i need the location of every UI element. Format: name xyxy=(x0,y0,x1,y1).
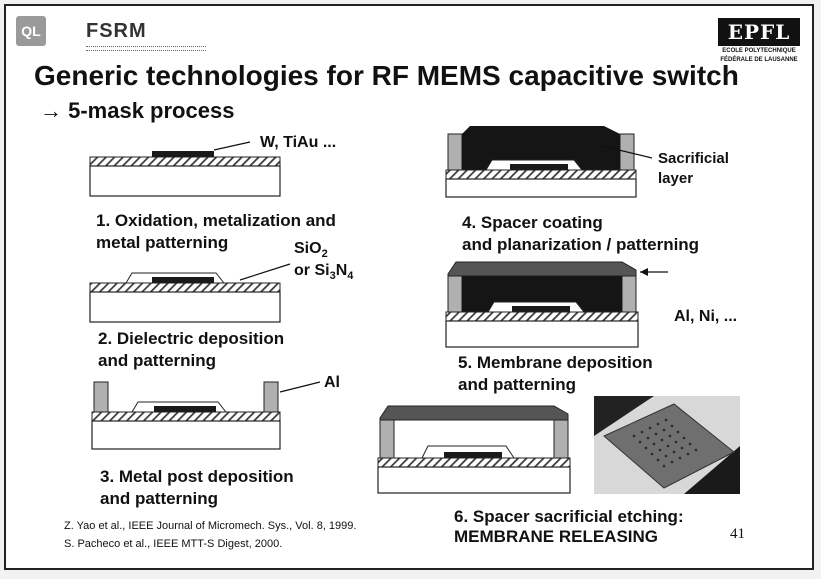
epfl-logo-icon: EPFL xyxy=(718,18,800,46)
metal-electrode xyxy=(444,452,502,458)
epfl-logo-sub-2: FÉDÉRALE DE LAUSANNE xyxy=(720,57,798,63)
step3-diagram xyxy=(91,381,321,450)
metal-post-left xyxy=(93,381,109,413)
slide: QL FSRM EPFL ECOLE POLYTECHNIQUE FÉDÉRAL… xyxy=(4,4,814,570)
dielectric-arrow xyxy=(239,263,291,281)
substrate xyxy=(445,320,639,348)
ql-logo-icon: QL xyxy=(16,16,46,46)
arrow-head xyxy=(640,268,648,276)
metal-label: W, TiAu ... xyxy=(260,134,337,151)
oxide-layer xyxy=(445,311,639,322)
fsrm-wordmark: FSRM xyxy=(86,20,147,42)
step1-line2: metal patterning xyxy=(96,233,229,252)
release-holes xyxy=(632,418,698,468)
oxide-layer xyxy=(91,411,281,422)
sacrificial-layer xyxy=(462,126,620,170)
metal-post-right xyxy=(263,381,279,413)
step6-diagram xyxy=(377,405,571,494)
step2-diagram xyxy=(89,263,291,323)
reference-1: Z. Yao et al., IEEE Journal of Micromech… xyxy=(64,520,357,532)
substrate xyxy=(89,291,281,323)
step5-line1: 5. Membrane deposition xyxy=(458,353,653,372)
substrate xyxy=(89,165,281,197)
oxide-layer xyxy=(89,282,281,293)
step4-diagram xyxy=(445,126,653,198)
step5-line2: and patterning xyxy=(458,375,577,394)
oxide-layer xyxy=(377,457,571,468)
dielectric-label-1: SiO2 xyxy=(294,240,328,261)
epfl-logo: EPFL ECOLE POLYTECHNIQUE FÉDÉRALE DE LAU… xyxy=(718,18,800,64)
step1-line1: 1. Oxidation, metalization and xyxy=(96,211,336,230)
metal-electrode xyxy=(152,151,214,157)
metal-post-left xyxy=(447,275,463,313)
substrate xyxy=(445,178,637,198)
step5-diagram xyxy=(445,261,668,348)
slide-title: Generic technologies for RF MEMS capacit… xyxy=(34,60,739,91)
metal-post-left xyxy=(379,419,395,459)
slide-subtitle: → 5-mask process xyxy=(40,98,235,123)
dielectric-layer xyxy=(125,272,240,284)
sacrificial-label-1: Sacrificial xyxy=(658,150,729,167)
step3-line2: and patterning xyxy=(100,489,219,508)
step1-diagram xyxy=(89,141,281,197)
sacrificial-label-2: layer xyxy=(658,170,694,187)
page-number: 41 xyxy=(730,526,745,542)
substrate xyxy=(91,420,281,450)
dielectric-layer xyxy=(131,401,242,413)
step3-line1: 3. Metal post deposition xyxy=(100,467,294,486)
substrate xyxy=(377,466,571,494)
metal-electrode xyxy=(510,164,568,170)
metal-electrode xyxy=(152,277,214,283)
membrane-label: Al, Ni, ... xyxy=(674,308,738,325)
oxide-layer xyxy=(445,169,637,180)
post-arrow xyxy=(279,381,321,393)
oxide-layer xyxy=(89,156,281,167)
metal-electrode xyxy=(154,406,216,412)
metal-arrow xyxy=(213,141,251,151)
sacrificial-arrow xyxy=(601,145,653,159)
post-label: Al xyxy=(324,374,340,391)
step6-line2: MEMBRANE RELEASING xyxy=(454,527,659,546)
dielectric-label-2: or Si3N4 xyxy=(294,262,354,283)
metal-post-right xyxy=(621,275,637,313)
membrane-layer xyxy=(379,405,569,421)
metal-post-left xyxy=(447,133,463,171)
epfl-logo-sub-1: ECOLE POLYTECHNIQUE xyxy=(722,48,796,54)
metal-electrode xyxy=(512,306,570,312)
sem-photo xyxy=(594,396,740,494)
step6-line1: 6. Spacer sacrificial etching: xyxy=(454,507,684,526)
membrane-layer xyxy=(447,261,637,277)
fsrm-subline xyxy=(86,46,206,51)
step2-line1: 2. Dielectric deposition xyxy=(98,329,285,348)
step4-line1: 4. Spacer coating xyxy=(462,213,603,232)
step2-line2: and patterning xyxy=(98,351,217,370)
reference-2: S. Pacheco et al., IEEE MTT-S Digest, 20… xyxy=(64,538,283,550)
metal-post-right xyxy=(553,419,569,459)
step4-line2: and planarization / patterning xyxy=(462,235,700,254)
